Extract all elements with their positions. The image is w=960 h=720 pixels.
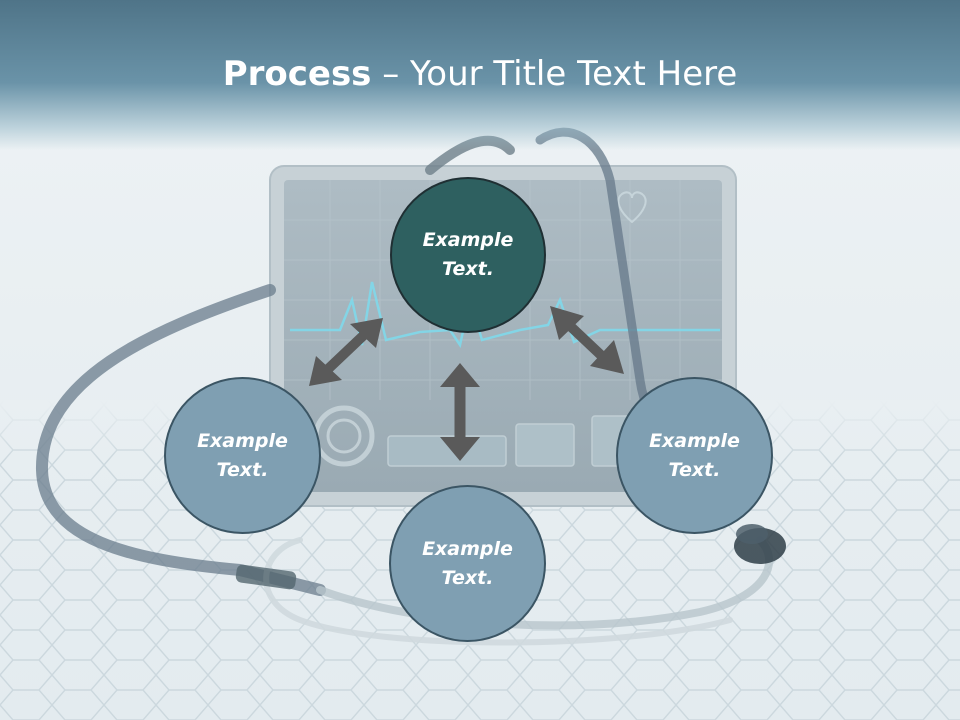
arrow-top-right bbox=[550, 306, 624, 374]
process-node-top-label: Example Text. bbox=[422, 229, 514, 280]
process-node-bottom-label: Example Text. bbox=[422, 537, 513, 589]
process-node-right: Example Text. bbox=[616, 377, 773, 534]
arrow-top-bottom bbox=[440, 363, 480, 461]
process-node-top: Example Text. bbox=[390, 177, 546, 333]
slide-title-rest: – Your Title Text Here bbox=[371, 54, 738, 94]
title-banner bbox=[0, 0, 960, 150]
process-node-left: Example Text. bbox=[164, 377, 321, 534]
process-node-left-label: Example Text. bbox=[197, 429, 288, 481]
process-node-right-label: Example Text. bbox=[649, 429, 740, 481]
process-node-bottom: Example Text. bbox=[389, 485, 546, 642]
arrow-top-left bbox=[309, 318, 383, 386]
slide-title-bold: Process bbox=[222, 54, 372, 94]
slide-title: Process – Your Title Text Here bbox=[0, 52, 960, 96]
